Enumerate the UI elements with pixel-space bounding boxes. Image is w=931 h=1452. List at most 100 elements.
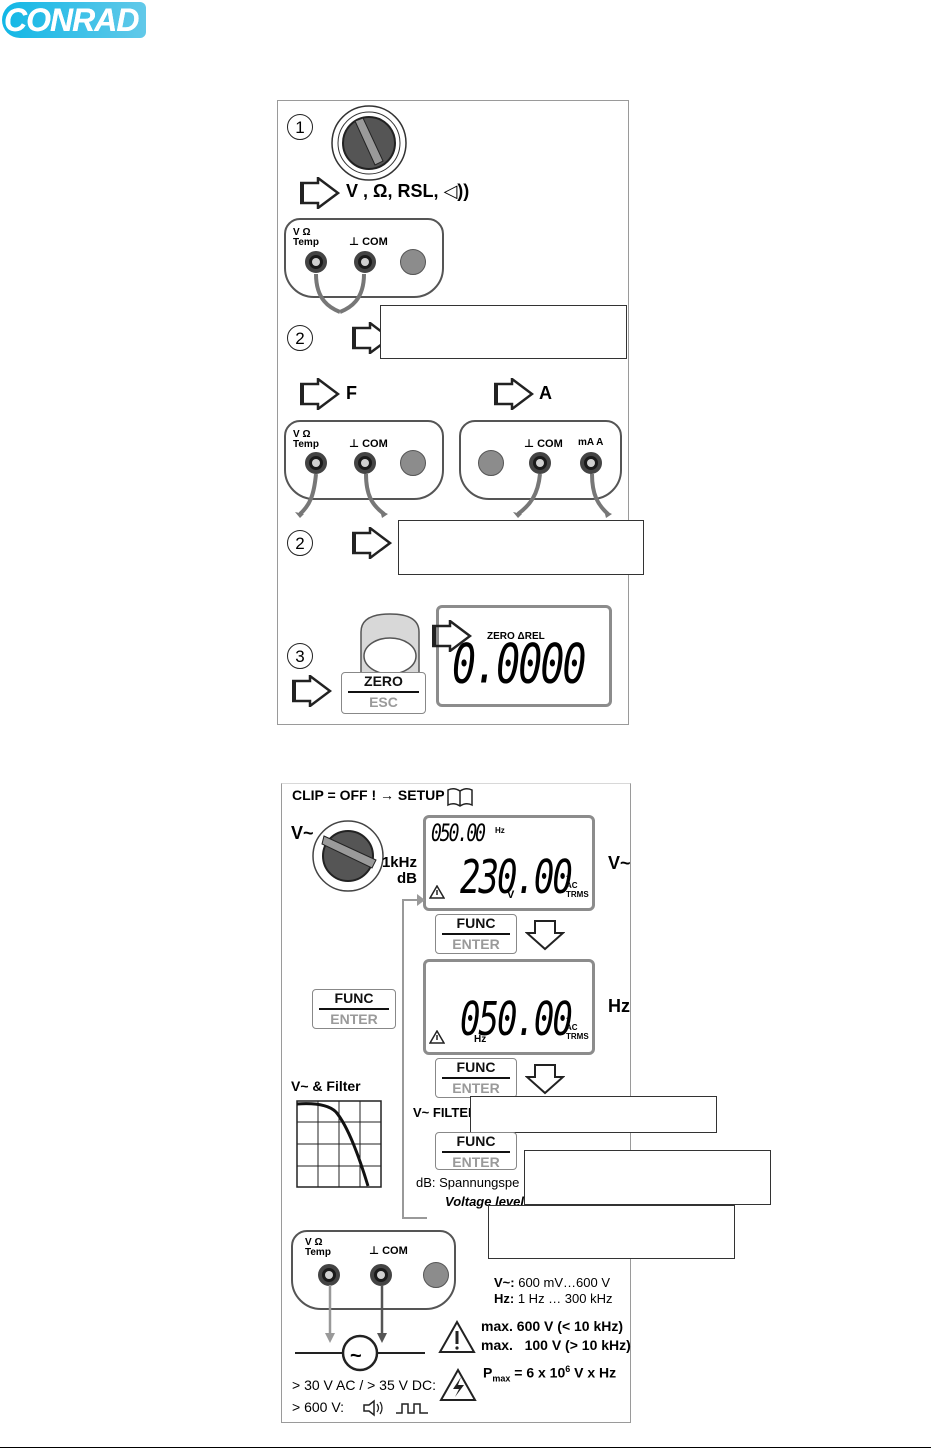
lcd-display-voltage (423, 815, 595, 911)
warning-triangle-icon (428, 884, 446, 899)
conrad-logo-text: CONRAD (2, 2, 147, 38)
enter-key-label: ENTER (452, 935, 500, 952)
zero-esc-key[interactable]: ZERO ESC (341, 672, 426, 714)
buzzer-pulse-icon (362, 1398, 432, 1418)
pointer-arrow-icon (492, 376, 535, 412)
jack-com-label: ⊥ COM (369, 1245, 408, 1257)
ac-source-circuit (290, 1285, 430, 1385)
lcd2-main-value: 050.00 (460, 992, 573, 1047)
jack-com-socket (370, 1264, 392, 1286)
func-key-label: FUNC (456, 1133, 496, 1149)
enter-key-label: ENTER (330, 1010, 378, 1027)
lcd1-secondary-unit: Hz (495, 826, 505, 835)
high-voltage-triangle-icon (439, 1367, 477, 1402)
func-enter-key[interactable]: FUNC ENTER (435, 1058, 517, 1098)
jack-v-socket (305, 251, 327, 273)
jack-com-label: ⊥ COM (349, 438, 388, 450)
lcd-display-frequency (423, 959, 595, 1055)
rotary-switch-icon (329, 103, 409, 183)
jack-com-label: ⊥ COM (524, 438, 563, 450)
clip-note: CLIP = OFF ! → SETUP (292, 787, 445, 803)
pointer-arrow-icon (290, 673, 333, 709)
lcd-value: 0.0000 (452, 633, 586, 697)
func-key-label: FUNC (456, 1059, 496, 1075)
lcd2-unit: Hz (474, 1034, 487, 1045)
callout-box-1 (380, 305, 627, 359)
enter-key-label: ENTER (452, 1079, 500, 1096)
a-mode-label: A (539, 383, 552, 403)
page-footer-rule (0, 1447, 931, 1448)
lcd1-secondary: 050.00 (431, 819, 486, 848)
conrad-logo: CONRAD (2, 2, 154, 38)
jack-v-socket (318, 1264, 340, 1286)
ac-source-symbol: ~ (350, 1345, 362, 1367)
caution-triangle-icon (438, 1319, 476, 1354)
jack-unused-socket (478, 450, 504, 476)
down-arrow-icon (524, 1063, 566, 1095)
jack-unused-socket (400, 249, 426, 275)
callout-box-2 (398, 520, 644, 575)
jack-ma-socket (580, 452, 602, 474)
filter-row-label: V~ FILTER (413, 1105, 478, 1120)
test-leads-icon (510, 470, 620, 520)
range-hz: Hz: 1 Hz … 300 kHz (494, 1291, 613, 1306)
jack-com-label: ⊥ COM (349, 236, 388, 248)
test-leads-icon (292, 470, 392, 520)
warn-voltage-1: > 30 V AC / > 35 V DC: (292, 1377, 436, 1393)
max-voltage-2: max. 100 V (> 10 kHz) (481, 1337, 631, 1353)
jack-com-socket (529, 452, 551, 474)
filter-title: V~ & Filter (291, 1078, 361, 1094)
step-2-marker: 2 (287, 325, 313, 351)
step-1-marker: 1 (287, 114, 313, 140)
pointer-arrow-icon (350, 525, 393, 561)
callout-box-3 (470, 1096, 717, 1133)
jack-unused-socket (400, 450, 426, 476)
jack-v-socket (305, 452, 327, 474)
esc-key-label: ESC (369, 693, 398, 710)
func-enter-key[interactable]: FUNC ENTER (312, 989, 396, 1029)
filter-response-graph (296, 1100, 382, 1188)
pmax-formula: Pmax = 6 x 106 V x Hz (483, 1364, 617, 1384)
jack-unused-socket (423, 1262, 449, 1288)
top-instruction-panel (277, 100, 629, 725)
func-enter-key[interactable]: FUNC ENTER (435, 1132, 517, 1170)
warn-voltage-2: > 600 V: (292, 1399, 345, 1415)
f-mode-label: F (346, 383, 357, 403)
modes-label: V , Ω, RSL, ◁)) (346, 181, 470, 201)
lcd1-unit: V (507, 889, 515, 901)
down-arrow-icon (524, 919, 566, 951)
v-ac-label: V~ (291, 823, 314, 843)
lcd-display-zero (436, 605, 612, 707)
book-icon (446, 787, 474, 807)
max-voltage-1: max. 600 V (< 10 kHz) (481, 1318, 624, 1334)
finger-press-icon (355, 612, 425, 678)
lcd-annunciator: ZERO ΔREL (487, 631, 545, 642)
pointer-arrow-icon (298, 175, 341, 211)
func-key-label: FUNC (334, 990, 374, 1006)
func-key-label: FUNC (456, 915, 496, 931)
lcd1-main-value: 230.00 (460, 850, 573, 905)
lcd1-side-label: V~ (608, 853, 631, 873)
db-line1: dB: Spannungspe (416, 1175, 520, 1190)
pointer-arrow-icon (430, 618, 473, 654)
step-2b-marker: 2 (287, 530, 313, 556)
callout-box-5 (488, 1205, 735, 1259)
range-v: V~: 600 mV…600 V (494, 1275, 610, 1290)
step-3-marker: 3 (287, 643, 313, 669)
rotary-switch-icon (310, 818, 386, 894)
jack-com-socket (354, 452, 376, 474)
lcd2-side-label: Hz (608, 996, 630, 1016)
enter-key-label: ENTER (452, 1153, 500, 1170)
jack-ma-label: mA A (578, 437, 604, 448)
jack-com-socket (354, 251, 376, 273)
warning-triangle-icon (428, 1029, 446, 1044)
func-enter-key[interactable]: FUNC ENTER (435, 914, 517, 954)
callout-box-4 (524, 1150, 771, 1205)
pointer-arrow-icon (298, 376, 341, 412)
